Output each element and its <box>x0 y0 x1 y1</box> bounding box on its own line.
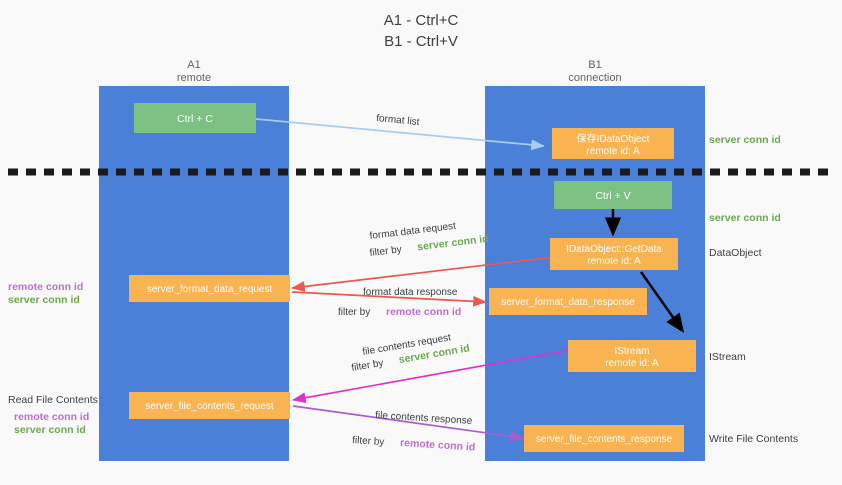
arrow-format-data-response <box>291 291 487 307</box>
label-format-data-response-filter-value: remote conn id <box>386 306 461 318</box>
column-header-b1-sub: connection <box>568 72 621 84</box>
arrow-format-data-request <box>291 256 555 292</box>
column-header-a1-sub: remote <box>177 72 211 84</box>
box-idataobject-line2: remote id: A <box>586 146 640 157</box>
box-idataobject-line1: 保存IDataObject <box>577 132 650 145</box>
box-server-file-contents-request-rect[interactable] <box>129 392 290 419</box>
box-istream-line2: remote id: A <box>605 358 659 369</box>
box-ctrl-c-label: Ctrl + C <box>177 113 213 125</box>
left-label-read-file-contents: Read File Contents <box>8 394 98 406</box>
left-label-server-conn-id-upper: server conn id <box>8 294 80 306</box>
box-server-format-data-request[interactable]: server_format_data_request <box>129 275 290 302</box>
box-istream-rect[interactable] <box>568 340 696 372</box>
title-line-2: B1 - Ctrl+V <box>384 33 458 50</box>
box-server-format-data-response-label: server_format_data_response <box>501 297 635 308</box>
box-istream-line1: IStream <box>614 346 649 357</box>
label-format-data-response-filter-prefix: filter by <box>338 307 370 318</box>
label-format-data-response: format data response <box>363 287 458 298</box>
label-format-data-response-filter: filter by remote conn id <box>338 306 461 318</box>
column-header-b1-name: B1 <box>588 59 601 71</box>
box-ctrl-c-rect[interactable] <box>134 103 256 133</box>
arrow-file-contents-request <box>292 349 571 404</box>
box-idataobject-getdata-line1: IDataObject::GetData <box>566 244 662 255</box>
box-server-format-data-request-rect[interactable] <box>129 275 290 302</box>
box-idataobject[interactable]: 保存IDataObject remote id: A <box>552 128 674 159</box>
left-label-remote-conn-id-upper: remote conn id <box>8 281 83 293</box>
arrow-file-contents-response <box>292 405 524 442</box>
box-server-file-contents-response-label: server_file_contents_response <box>536 434 673 445</box>
right-label-write-file-contents: Write File Contents <box>709 433 798 445</box>
box-server-file-contents-response[interactable]: server_file_contents_response <box>524 425 684 452</box>
title-line-1: A1 - Ctrl+C <box>384 12 459 29</box>
right-label-istream: IStream <box>709 351 746 363</box>
box-ctrl-v-label: Ctrl + V <box>595 190 630 202</box>
box-ctrl-v-rect[interactable] <box>554 181 672 209</box>
left-label-server-conn-id-lower: server conn id <box>14 424 86 436</box>
box-server-format-data-response[interactable]: server_format_data_response <box>489 288 647 315</box>
right-label-server-conn-id-mid: server conn id <box>709 212 781 224</box>
label-file-contents-response-filter-value: remote conn id <box>400 437 476 454</box>
box-idataobject-getdata-rect[interactable] <box>550 238 678 270</box>
box-idataobject-getdata[interactable]: IDataObject::GetData remote id: A <box>550 238 678 270</box>
arrow-getdata-to-istream <box>640 271 685 333</box>
box-istream[interactable]: IStream remote id: A <box>568 340 696 372</box>
label-file-contents-request-filter-prefix: filter by <box>351 358 385 374</box>
box-server-format-data-request-label: server_format_data_request <box>147 284 273 295</box>
box-ctrl-c[interactable]: Ctrl + C <box>134 103 256 133</box>
label-format-list: format list <box>376 113 420 128</box>
right-label-dataobject: DataObject <box>709 247 762 259</box>
left-label-remote-conn-id-lower: remote conn id <box>14 411 89 423</box>
box-ctrl-v[interactable]: Ctrl + V <box>554 181 672 209</box>
box-idataobject-getdata-line2: remote id: A <box>587 256 641 267</box>
box-server-file-contents-request[interactable]: server_file_contents_request <box>129 392 290 419</box>
label-format-data-request-filter-prefix: filter by <box>369 244 402 259</box>
box-server-file-contents-response-rect[interactable] <box>524 425 684 452</box>
arrow-format-list <box>255 118 545 151</box>
box-idataobject-rect[interactable] <box>552 128 674 159</box>
box-server-format-data-response-rect[interactable] <box>489 288 647 315</box>
column-header-a1-name: A1 <box>187 59 200 71</box>
label-file-contents-response-filter-prefix: filter by <box>352 435 385 448</box>
right-label-server-conn-id-top: server conn id <box>709 134 781 146</box>
box-server-file-contents-request-label: server_file_contents_request <box>145 401 274 412</box>
